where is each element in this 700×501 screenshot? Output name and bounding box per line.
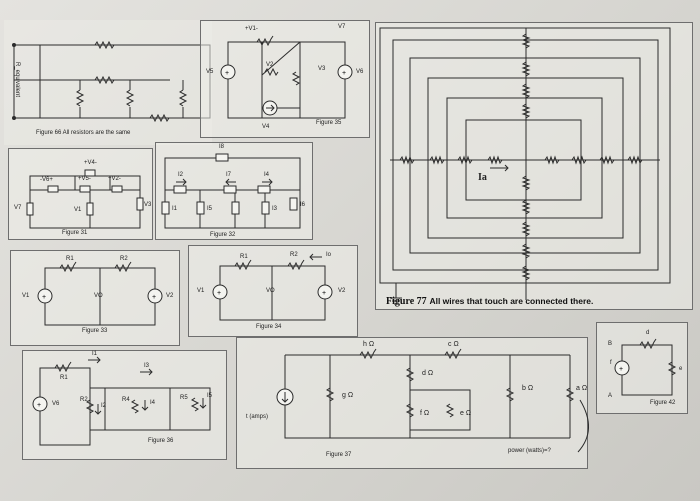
svg-text:+: + [42,294,46,301]
figure-34-vo: VO [266,288,275,294]
figure-31-v6: -V6+ [40,177,53,183]
figure-35-caption: Figure 35 [316,120,342,126]
figure-66-panel [4,20,212,145]
figure-34-r2: R2 [290,252,298,258]
svg-text:+: + [322,290,326,297]
figure-37-r-b: b Ω [522,385,534,392]
svg-text:+: + [152,294,156,301]
figure-33-v2: V2 [166,293,174,299]
svg-text:+: + [619,366,623,373]
figure-33-v1: V1 [22,293,30,299]
figure-37-power-label: power (watts)=? [508,448,551,454]
figure-35-v2: V2 [266,62,274,68]
figure-35-v7: V7 [338,24,346,30]
figure-33-vo: VO [94,293,103,299]
figure-42-b: B [608,341,613,347]
figure-36-r4: R4 [122,397,130,403]
figure-37-caption: Figure 37 [326,452,352,458]
figure-32-i8: I8 [219,144,225,150]
figure-31-v3: V3 [144,202,152,208]
figure-42-panel [596,322,688,414]
figure-77-caption-number: Figure 77 [386,296,427,307]
figure-36-v6: V6 [52,401,60,407]
figure-37-source-label: t (amps) [246,414,269,420]
figure-35-v5: V5 [206,69,214,75]
figure-36-r5: R5 [180,395,188,401]
figure-37-r-g: g Ω [342,392,354,399]
figure-32-i7: I7 [226,172,232,178]
figure-36-i4: I4 [150,400,156,406]
figure-66-caption: Figure 66 All resistors are the same [36,130,131,136]
figure-36-r1: R1 [60,375,68,381]
figure-37-r-d: d Ω [422,370,434,377]
figure-31-caption: Figure 31 [62,230,88,236]
figure-42-f: f [610,360,612,366]
figure-34-v2: V2 [338,288,346,294]
figure-77-current-label: Ia [478,172,487,183]
figure-32-caption: Figure 32 [210,232,236,238]
svg-text:+: + [225,70,229,77]
figure-32-i3: I3 [272,206,278,212]
svg-text:+: + [37,402,41,409]
figure-36-caption: Figure 36 [148,438,174,444]
figure-36-i2: I2 [101,403,107,409]
figure-34-r1: R1 [240,254,248,260]
figure-31-panel [8,148,153,240]
figure-42-e: e [679,366,683,372]
figure-36-i5: I5 [207,393,213,399]
figure-34-v1: V1 [197,288,205,294]
figure-37-r-e: e Ω [460,410,472,417]
figure-31-v4: +V4- [84,160,97,166]
figure-35-v4: V4 [262,124,270,130]
figure-32-i1: I1 [172,206,178,212]
figure-33-caption: Figure 33 [82,328,108,334]
figure-31-v7: V7 [14,205,22,211]
figure-37-r-c: c Ω [448,341,459,348]
svg-text:+: + [342,70,346,77]
figure-77-caption-text: All wires that touch are connected there… [429,296,594,306]
figure-36-i3: I3 [144,363,150,369]
figure-34-io: Io [326,252,332,258]
figure-32-i4: I4 [264,172,270,178]
figure-36-i1: I1 [92,351,98,357]
figure-42-caption: Figure 42 [650,400,676,406]
figure-77-caption: Figure 77 All wires that touch are conne… [386,296,593,307]
figure-34-caption: Figure 34 [256,324,282,330]
svg-text:+: + [217,290,221,297]
figure-31-v2: +V2- [108,176,121,182]
figure-32-i5: I5 [207,206,213,212]
figure-37-panel [236,337,588,469]
figure-35-v3: V3 [318,66,326,72]
figure-33-r1: R1 [66,256,74,262]
figure-31-v5: +V5- [78,176,91,182]
figure-35-v6: V6 [356,69,364,75]
figure-36-r2: R2 [80,397,88,403]
figure-37-r-a: a Ω [576,385,588,392]
figure-37-r-f: f Ω [420,410,430,417]
figure-42-d: d [646,330,650,336]
figure-33-r2: R2 [120,256,128,262]
figure-31-v1: V1 [74,207,82,213]
figure-37-r-h: h Ω [363,341,375,348]
figure-32-i2: I2 [178,172,184,178]
figure-42-a: A [608,393,613,399]
figure-35-v1: +V1- [245,26,258,32]
figure-32-i6: I6 [300,202,306,208]
